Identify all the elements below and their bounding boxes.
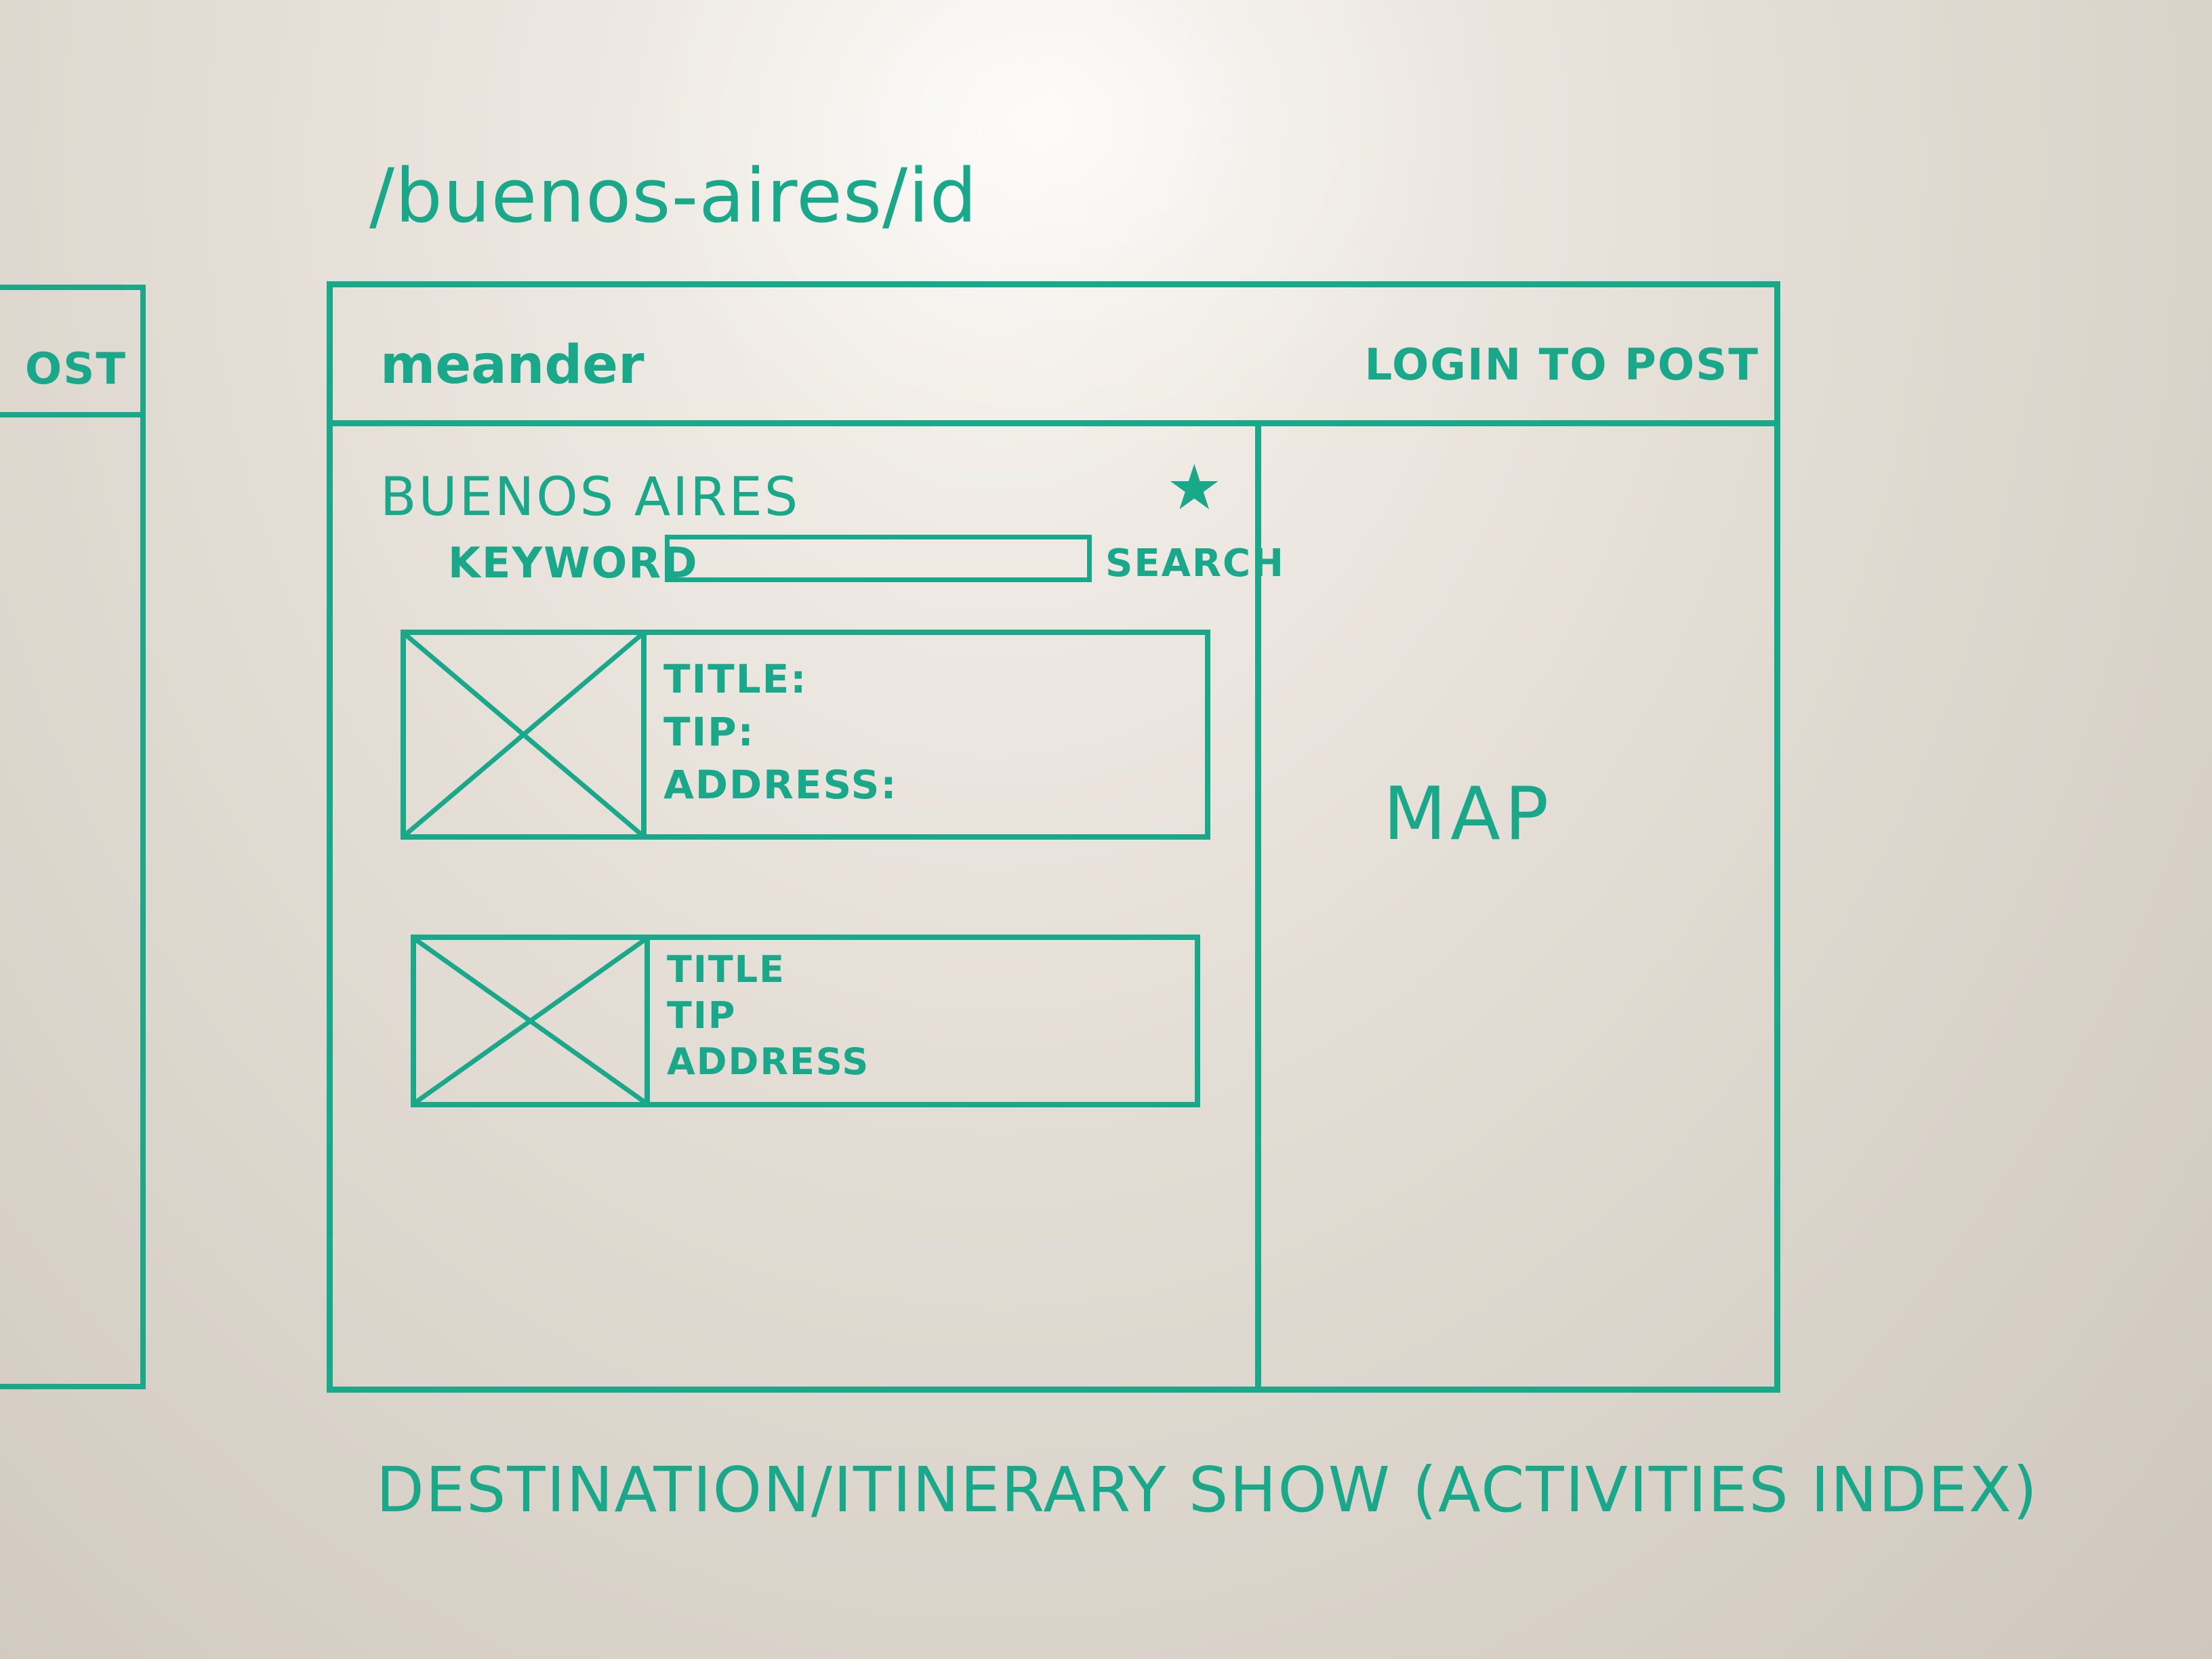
activity-address-label: ADDRESS: [663,762,898,808]
map-label: MAP [1383,772,1553,857]
previous-wireframe-header-text: OST [24,344,127,394]
page-title: BUENOS AIRES [380,467,800,528]
activity-card[interactable]: TITLE TIP ADDRESS [411,935,1200,1107]
activity-fields: TITLE: TIP: ADDRESS: [663,653,898,811]
star-icon[interactable]: ★ [1166,451,1224,524]
map-panel[interactable]: MAP [1261,426,1775,1389]
image-placeholder-icon [406,635,647,834]
keyword-label: KEYWORD [448,538,699,588]
activity-address-label: ADDRESS [667,1040,870,1083]
activity-tip-label: TIP: [663,709,755,755]
previous-wireframe: OST [0,285,146,1389]
brand-logo[interactable]: meander [380,335,644,396]
search-button[interactable]: SEARCH [1105,541,1286,586]
page-wireframe: meander LOGIN TO POST BUENOS AIRES ★ KEY… [327,281,1780,1393]
top-nav-bar: meander LOGIN TO POST [333,287,1774,426]
previous-wireframe-header-divider [0,412,140,417]
activity-card[interactable]: TITLE: TIP: ADDRESS: [401,630,1210,840]
activity-fields: TITLE TIP ADDRESS [667,947,869,1085]
login-to-post-link[interactable]: LOGIN TO POST [1364,340,1759,390]
route-path: /buenos-aires/id [369,152,978,239]
activity-title-label: TITLE: [663,656,808,702]
image-placeholder-icon [416,940,650,1102]
activity-tip-label: TIP [667,994,737,1037]
activity-title-label: TITLE [667,948,786,991]
activities-pane: BUENOS AIRES ★ KEYWORD SEARCH TITLE: TIP… [333,426,1284,1389]
keyword-search-input[interactable] [665,535,1092,582]
wireframe-caption: DESTINATION/ITINERARY SHOW (ACTIVITIES I… [376,1454,2039,1526]
